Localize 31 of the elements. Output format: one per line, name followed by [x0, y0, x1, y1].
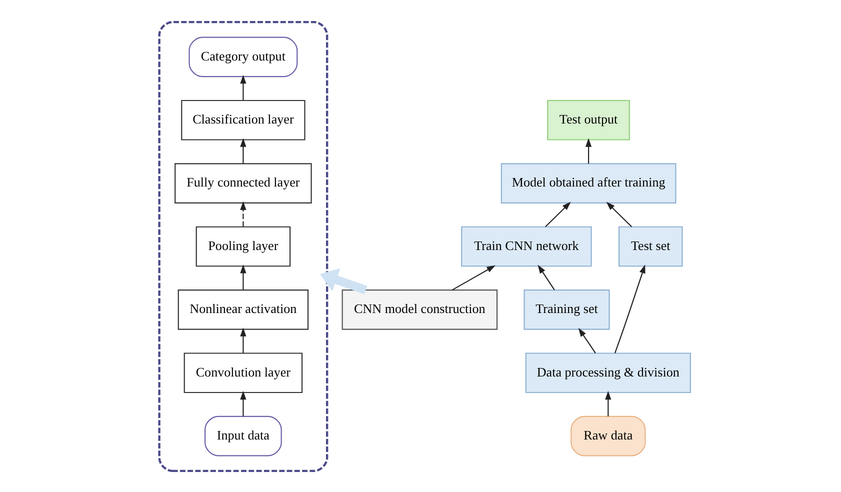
node-box: Pooling layer: [196, 226, 291, 266]
node-box: Test output: [547, 99, 630, 140]
arrow: [240, 390, 246, 416]
node-box: CNN model construction: [342, 289, 498, 330]
arrow: [240, 200, 246, 226]
node-box: Nonlinear activation: [178, 289, 309, 330]
arrow: [586, 138, 592, 164]
arrow: [240, 74, 246, 100]
arrow: [538, 264, 555, 290]
arrow: [240, 264, 246, 290]
arrow: [545, 201, 571, 227]
node-box: Train CNN network: [461, 226, 592, 266]
arrow: [452, 264, 496, 290]
node-box: Category output: [188, 36, 298, 77]
node-box: Model obtained after training: [500, 162, 676, 203]
arrow: [240, 327, 246, 353]
node-box: Convolution layer: [184, 352, 303, 393]
node-box: Data processing & division: [525, 352, 691, 393]
arrow: [320, 268, 368, 294]
node-box: Input data: [204, 415, 282, 456]
arrow: [614, 264, 646, 353]
cluster: [158, 20, 328, 472]
arrow: [606, 201, 632, 227]
arrow: [240, 138, 246, 164]
node-box: Fully connected layer: [174, 162, 312, 203]
arrow: [605, 390, 612, 416]
arrow: [578, 327, 596, 353]
node-box: Raw data: [570, 415, 646, 456]
node-box: Test set: [618, 226, 683, 266]
node-box: Classification layer: [181, 99, 306, 140]
node-box: Training set: [524, 289, 610, 330]
